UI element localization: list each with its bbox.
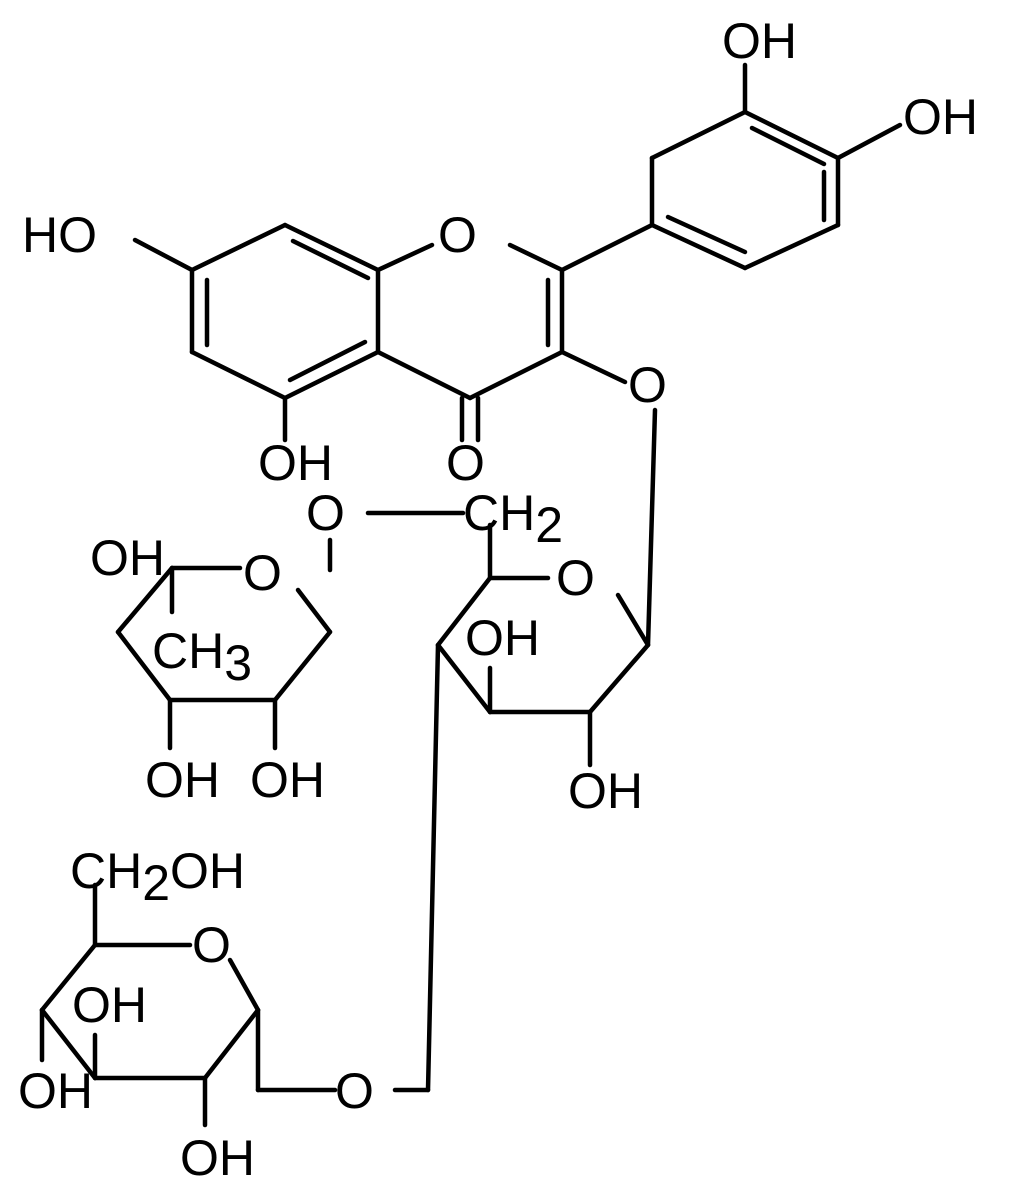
bond [507,242,565,273]
bond [467,349,565,401]
label-o-rha-ring: O [243,545,282,601]
bond [835,122,903,161]
label-ch2: CH2 [463,485,563,553]
label-o-link6: O [306,485,345,541]
label-oh-rha-b1: OH [145,752,220,808]
bond [272,629,333,703]
bond [132,237,195,273]
bond [282,349,381,401]
label-oh-glc-bot: OH [568,763,643,819]
bond [189,222,288,273]
label-ho-left: HO [22,207,97,263]
bond [435,575,493,648]
label-oh-right: OH [903,89,978,145]
bond [227,957,261,1013]
bond [742,222,841,271]
label-oh-gal-bot: OH [180,1130,255,1186]
bond [39,1007,98,1081]
bond [649,109,748,161]
bond [115,629,173,703]
label-o-gal-ring: O [192,917,231,973]
label-o-glc-ring: O [556,550,595,606]
bond [282,222,381,273]
bond [559,349,628,385]
label-o-gal-link: O [335,1063,374,1119]
label-o-carbonyl: O [446,435,485,491]
label-oh-top: OH [722,13,797,69]
bond [435,642,493,715]
label-oh-gal-left: OH [18,1063,93,1119]
bond [290,238,371,281]
bond [742,109,841,161]
bond [115,565,175,635]
bond [202,1007,261,1081]
bond [587,642,651,715]
label-oh-gal-mid: OH [72,977,147,1033]
bond [749,125,827,167]
label-ch3: CH3 [152,623,252,691]
label-o-ring: O [438,207,477,263]
bond [189,349,288,401]
bond [645,407,658,648]
label-oh-glc-mid: OH [465,610,540,666]
bond [295,587,333,635]
bond [559,222,655,273]
label-oh-5: OH [258,435,333,491]
bond [649,222,748,271]
bond [375,349,473,401]
bond [39,942,98,1013]
bond [375,242,435,273]
label-o-link3: O [628,357,667,413]
bond [425,642,441,1093]
label-oh-rha-b2: OH [250,752,325,808]
bond [665,214,748,255]
label-oh-rha-top: OH [90,530,165,586]
atom-labels: OH OH HO O OH O O O CH2 O OH OH OH O CH3… [18,13,978,1186]
bond [287,339,368,383]
label-ch2oh: CH2OH [70,843,245,911]
bond-lines [39,62,903,1128]
bond [615,592,651,648]
